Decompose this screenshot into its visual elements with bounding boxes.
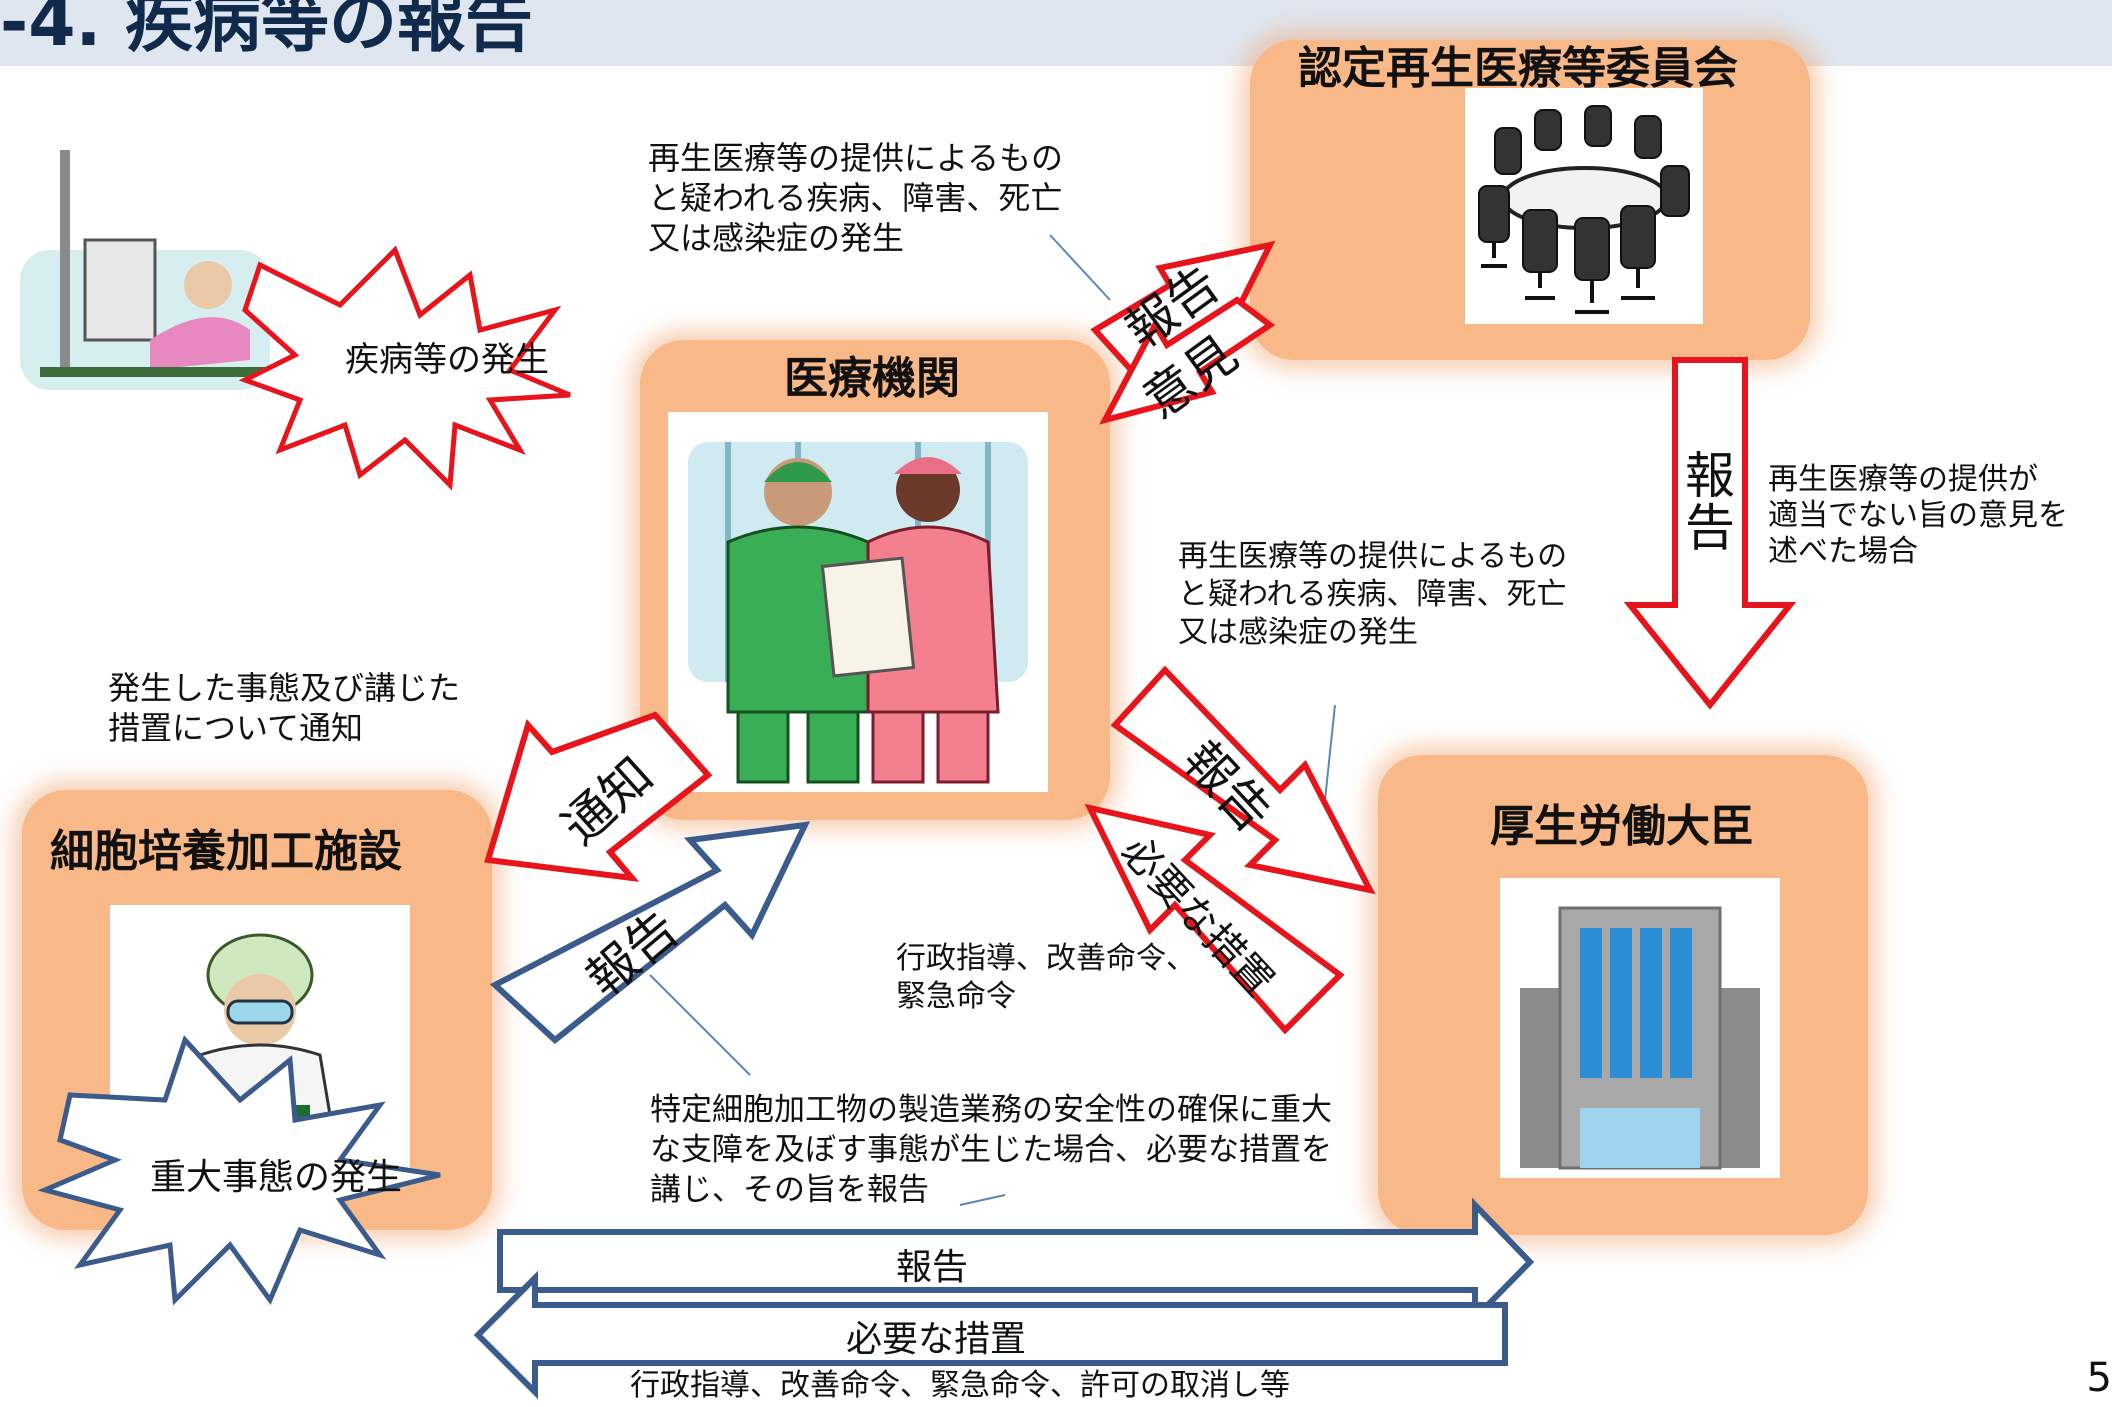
disease-burst	[238, 245, 571, 491]
medical-title: 医療機関	[784, 353, 960, 404]
patient-icon	[20, 150, 280, 390]
arrow-minister-to-med	[1084, 803, 1345, 1035]
label-committee-to-minister: 報告	[1685, 447, 1735, 557]
facility-notice-note: 発生した事態及び講じた措置について通知	[108, 669, 461, 747]
conference-table-icon	[1465, 88, 1703, 324]
page-title: -4. 疾病等の報告	[0, 0, 534, 62]
committee-note: 再生医療等の提供によるものと疑われる疾病、障害、死亡又は感染症の発生	[648, 139, 1064, 257]
facility-title: 細胞培養加工施設	[50, 826, 402, 877]
minister-title: 厚生労働大臣	[1490, 801, 1754, 852]
arrow-med-to-minister	[1110, 665, 1376, 895]
arrow-facility-to-minister	[497, 1197, 1535, 1326]
arrow-minister-to-facility	[473, 1270, 1508, 1400]
doctors-icon	[668, 412, 1048, 792]
arrow-committee-to-med	[1099, 296, 1276, 425]
minister-note: 再生医療等の提供によるものと疑われる疾病、障害、死亡又は感染症の発生	[1178, 539, 1568, 650]
arrow-facility-to-med	[489, 821, 811, 1044]
serious-label: 重大事態の発生	[150, 1157, 403, 1198]
serious-event-note: 特定細胞加工物の製造業務の安全性の確保に重大な支障を及ぼす事態が生じた場合、必要…	[650, 1092, 1332, 1208]
arrow-med-to-facility	[484, 711, 713, 882]
disease-label: 疾病等の発生	[345, 340, 549, 380]
bottom-note: 行政指導、改善命令、緊急命令、許可の取消し等	[630, 1368, 1290, 1403]
label-minister-to-facility: 必要な措置	[846, 1319, 1027, 1360]
committee-title: 認定再生医療等委員会	[1298, 43, 1738, 94]
page-number: 5	[2086, 1355, 2112, 1401]
admin-guidance-note: 行政指導、改善命令、緊急命令	[896, 941, 1196, 1014]
committee-opinion-note: 再生医療等の提供が適当でない旨の意見を述べた場合	[1768, 462, 2068, 569]
arrow-committee-to-minister	[1623, 357, 1797, 710]
label-facility-to-minister: 報告	[896, 1247, 969, 1288]
serious-burst	[37, 1035, 441, 1306]
government-building-icon	[1500, 878, 1780, 1178]
